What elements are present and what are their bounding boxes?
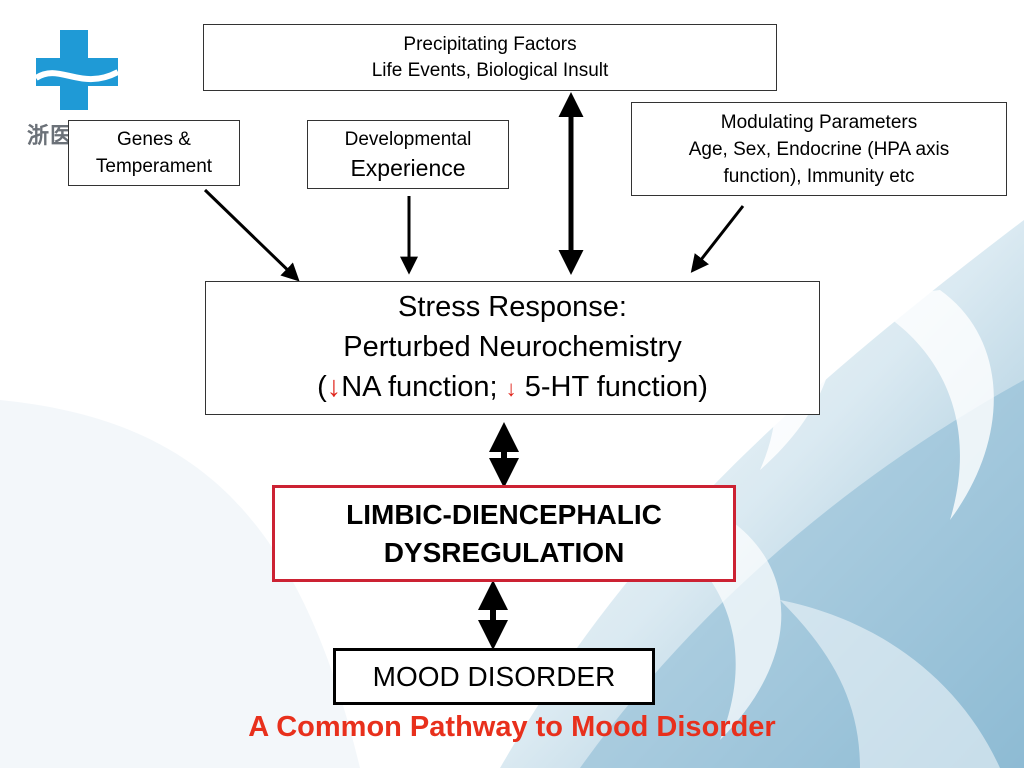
stress-response-box: Stress Response: Perturbed Neurochemistr… (205, 281, 820, 415)
hospital-cross-logo-icon (34, 30, 120, 110)
genes-line-1: Genes & (117, 129, 191, 150)
down-arrow-icon: ↓ (326, 371, 342, 403)
developmental-experience-box: Developmental Experience (307, 120, 509, 189)
na-function-text: NA function; (341, 371, 506, 403)
stress-neurochemistry-line: (↓NA function; ↓ 5-HT function) (317, 367, 708, 409)
limbic-line-1: LIMBIC-DIENCEPHALIC (346, 498, 662, 530)
precipitating-title: Precipitating Factors (403, 33, 577, 55)
arrow-genes-to-stress (203, 188, 300, 282)
mood-label: MOOD DISORDER (372, 660, 616, 692)
modulating-detail-1: Age, Sex, Endocrine (HPA axis (688, 138, 950, 160)
precipitating-detail: Life Events, Biological Insult (371, 59, 609, 81)
genes-line-2: Temperament (95, 156, 213, 177)
limbic-dysregulation-box: LIMBIC-DIENCEPHALIC DYSREGULATION (272, 485, 736, 582)
modulating-parameters-box: Modulating Parameters Age, Sex, Endocrin… (631, 102, 1007, 196)
mood-disorder-box: MOOD DISORDER (333, 648, 655, 705)
developmental-line-1: Developmental (344, 128, 472, 150)
ht-function-text: 5-HT function) (516, 371, 708, 403)
developmental-line-2: Experience (350, 154, 466, 181)
modulating-detail-2: function), Immunity etc (723, 165, 915, 187)
stress-subtitle: Perturbed Neurochemistry (343, 331, 682, 363)
precipitating-factors-box: Precipitating Factors Life Events, Biolo… (203, 24, 777, 91)
stress-title: Stress Response: (398, 291, 627, 323)
down-arrow-icon: ↓ (505, 376, 517, 401)
genes-temperament-box: Genes & Temperament (68, 120, 240, 186)
slide-title: A Common Pathway to Mood Disorder (248, 711, 776, 743)
modulating-title: Modulating Parameters (720, 111, 918, 133)
limbic-line-2: DYSREGULATION (383, 536, 625, 568)
open-paren: ( (317, 371, 327, 403)
arrow-modulating-to-stress (690, 205, 745, 273)
